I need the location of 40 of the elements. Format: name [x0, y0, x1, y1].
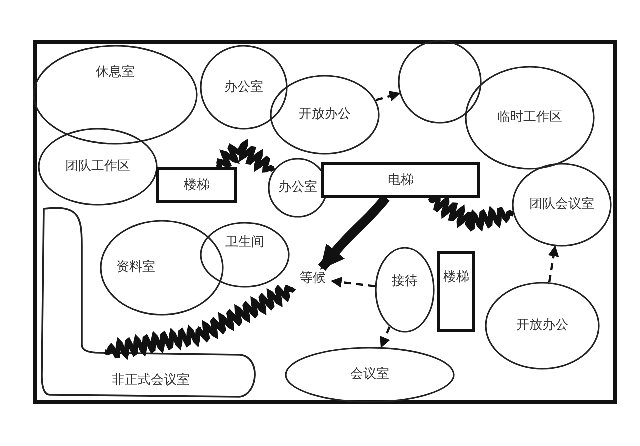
room-label: 楼梯 — [444, 270, 470, 286]
zone-bubble — [465, 66, 595, 170]
room-label: 开放办公 — [516, 318, 568, 334]
room-label: 资料室 — [116, 260, 156, 276]
room-label: 接待 — [392, 274, 418, 290]
room-label: 休息室 — [96, 65, 135, 81]
room-label: 办公室 — [224, 80, 264, 96]
curved-arrow — [318, 194, 390, 272]
room-label: 卫生间 — [226, 235, 264, 251]
zone-bubble — [38, 128, 158, 206]
arrow — [548, 246, 560, 282]
room-label: 团队工作区 — [66, 159, 130, 175]
room-bubble — [200, 45, 288, 130]
room-bubble — [375, 247, 435, 333]
zone-bubble — [270, 75, 380, 155]
stair-block — [438, 252, 475, 332]
room-bubble — [512, 163, 612, 247]
room-label: 办公室 — [278, 180, 318, 196]
room-label: 等候 — [300, 271, 326, 287]
room-label: 团队会议室 — [530, 197, 594, 213]
stair-block — [157, 168, 237, 203]
room-label: 会议室 — [350, 367, 390, 383]
room-label: 临时工作区 — [498, 110, 562, 126]
arrow — [330, 276, 376, 288]
room-bubble — [33, 45, 198, 145]
arrow — [376, 91, 401, 102]
room-bubble — [100, 220, 224, 316]
room-label: 开放办公 — [299, 107, 351, 123]
room-bubble — [200, 222, 290, 288]
elevator-block — [322, 163, 480, 198]
arrow — [380, 326, 391, 348]
empty-bubble — [398, 40, 482, 124]
zone-bubble — [485, 282, 600, 370]
coil-connector — [104, 284, 296, 360]
coil-connector — [214, 138, 276, 173]
coil-connector — [428, 195, 516, 232]
room-label: 非正式会议室 — [112, 373, 190, 389]
room-label: 楼梯 — [184, 178, 210, 194]
room-bubble — [285, 347, 455, 403]
room-label: 电梯 — [388, 172, 414, 188]
